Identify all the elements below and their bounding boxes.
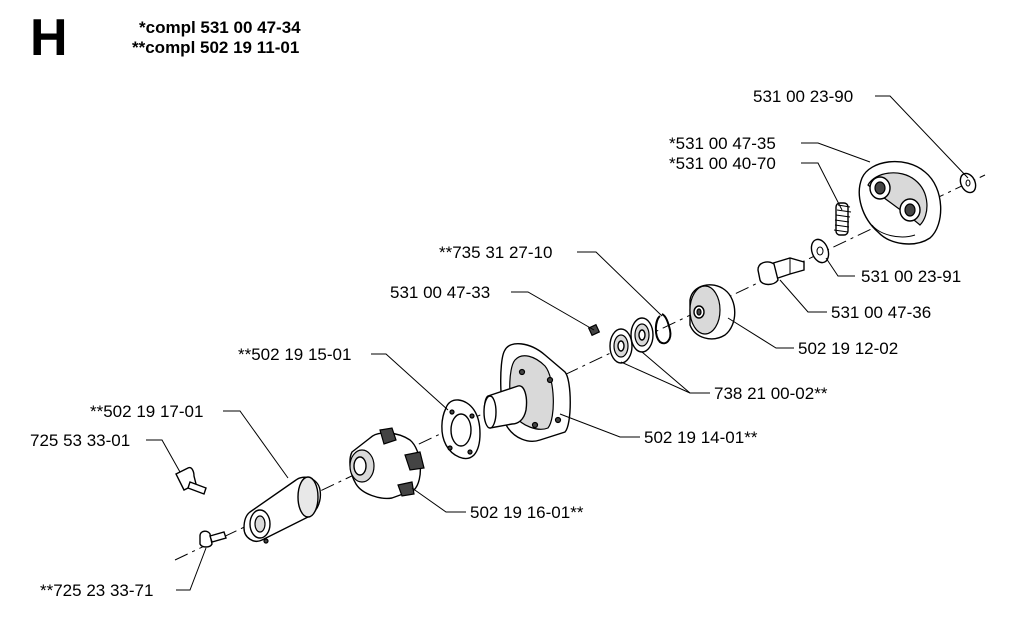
part-cone-housing-502-19-17-01: [243, 476, 322, 544]
label-502-19-16-01: 502 19 16-01**: [470, 503, 584, 522]
part-spring-531-00-40-70: [833, 202, 852, 236]
label-531-00-23-90: 531 00 23-90: [753, 87, 853, 106]
label-502-19-15-01: **502 19 15-01: [238, 345, 351, 364]
part-washer-531-00-23-90: [959, 172, 977, 194]
part-hub-502-19-12-02: [689, 284, 736, 340]
label-531-00-40-70: *531 00 40-70: [669, 154, 776, 173]
section-letter: H: [30, 9, 68, 67]
complete-kit-label-1: *compl 531 00 47-34: [139, 18, 301, 37]
part-gasket-502-19-15-01: [441, 399, 481, 460]
part-screw-725-53-33-01: [175, 466, 207, 495]
label-502-19-17-01: **502 19 17-01: [90, 402, 203, 421]
label-531-00-47-33: 531 00 47-33: [390, 283, 490, 302]
label-531-00-23-91: 531 00 23-91: [861, 267, 961, 286]
part-screw-725-23-33-71: [199, 530, 227, 548]
label-725-53-33-01: 725 53 33-01: [30, 431, 130, 450]
label-725-23-33-71: **725 23 33-71: [40, 581, 153, 600]
label-502-19-14-01: 502 19 14-01**: [644, 428, 758, 447]
leader-lines: [146, 95, 969, 591]
part-circlip-735-31-27-10: [654, 313, 672, 345]
label-502-19-12-02: 502 19 12-02: [798, 339, 898, 358]
label-531-00-47-35: *531 00 47-35: [669, 134, 776, 153]
part-washer-531-00-23-91: [810, 238, 830, 264]
part-housing-502-19-14-01: [483, 343, 571, 442]
part-clutch-shoes-531-00-47-35: [858, 160, 942, 245]
complete-kit-label-2: **compl 502 19 11-01: [132, 38, 300, 57]
label-735-31-27-10: **735 31 27-10: [439, 243, 552, 262]
part-coupling-502-19-16-01: [349, 427, 425, 500]
label-738-21-00-02: 738 21 00-02**: [714, 384, 828, 403]
label-531-00-47-36: 531 00 47-36: [831, 303, 931, 322]
part-bearings-738-21-00-02: [609, 317, 654, 364]
part-shoulder-screw-531-00-47-36: [757, 257, 805, 286]
